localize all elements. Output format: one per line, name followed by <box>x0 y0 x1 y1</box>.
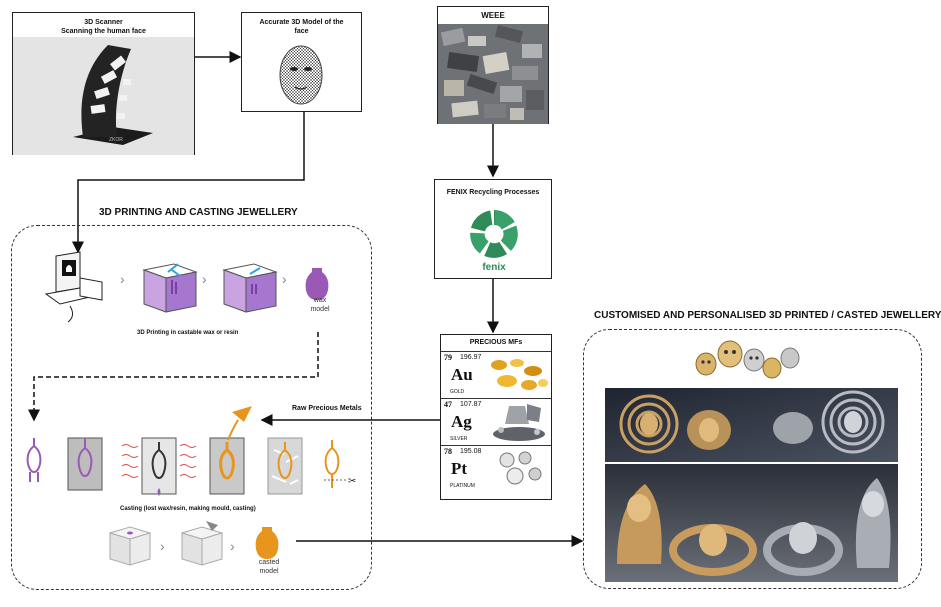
wax-tree-icon <box>26 438 42 482</box>
face-model-title: Accurate 3D Model of the face <box>259 19 344 35</box>
casting-caption: Casting (lost wax/resin, making mould, c… <box>120 506 256 512</box>
fenix-box: FENIX Recycling Processes fenix <box>434 179 552 279</box>
element-symbol: Au <box>451 365 473 384</box>
wax-model-label-line2: model <box>310 306 330 313</box>
platinum-pieces-image <box>499 451 542 485</box>
precious-title: PRECIOUS MFs <box>469 339 523 346</box>
casted-model-illustration: › › <box>108 521 279 566</box>
precious-mfs-box: PRECIOUS MFs 79 196.97 Au GOLD 47 107.87… <box>440 334 552 500</box>
printing-caption: 3D Printing in castable wax or resin <box>137 330 239 336</box>
fenix-swirl-icon <box>470 210 518 258</box>
element-row-gold: 79 196.97 Au GOLD <box>441 351 551 398</box>
svg-text:›: › <box>230 538 235 554</box>
wax-model-icon <box>305 268 329 300</box>
element-mass: 195.08 <box>460 448 482 455</box>
scanner-title: 3D Scanner Scanning the human face <box>13 13 194 36</box>
metal-pour-icon <box>209 406 252 495</box>
earrings-photo <box>605 388 898 462</box>
casted-model-label: casted model <box>252 558 286 576</box>
scanner-box: 3D Scanner Scanning the human face ZKOR <box>12 12 195 155</box>
element-name: PLATINUM <box>450 483 475 489</box>
pour-block-icon <box>180 521 224 566</box>
element-name: SILVER <box>450 436 468 442</box>
casted-model-label-line2: model <box>259 568 279 575</box>
jewellery-section-frame <box>583 329 922 589</box>
scanner-device-image: ZKOR <box>13 37 194 155</box>
scanner-title-line2: Scanning the human face <box>61 28 146 35</box>
element-cell-platinum: 78 195.08 Pt PLATINUM <box>443 447 483 491</box>
printing-section-title: 3D PRINTING AND CASTING JEWELLERY <box>99 207 298 218</box>
wax-model-label-line1: wax <box>313 297 327 304</box>
element-number: 78 <box>444 447 452 456</box>
weee-scrap-image <box>438 24 548 124</box>
svg-text:›: › <box>282 271 287 287</box>
burnout-heat-icon <box>121 437 197 496</box>
jewellery-section-title: CUSTOMISED AND PERSONALISED 3D PRINTED /… <box>594 310 941 321</box>
fenix-logo-text: fenix <box>482 262 506 273</box>
silver-pieces-image <box>493 404 545 441</box>
broken-mould-icon <box>267 437 303 495</box>
element-number: 47 <box>444 400 452 409</box>
computer-icon <box>44 251 103 323</box>
casted-model-icon <box>255 527 279 559</box>
casting-process-illustration: ✂ <box>26 406 356 496</box>
svg-text:›: › <box>160 538 165 554</box>
scanner-brand: ZKOR <box>109 137 123 143</box>
wax-model-label: wax model <box>305 296 335 314</box>
fenix-title: FENIX Recycling Processes <box>446 189 540 196</box>
printing-section-frame <box>11 225 372 590</box>
weee-title: WEEE <box>481 11 505 20</box>
face-model-box: Accurate 3D Model of the face <box>241 12 362 112</box>
printing-process-illustration: › › › <box>44 251 329 323</box>
svg-text:›: › <box>120 271 125 287</box>
element-symbol: Ag <box>451 412 472 431</box>
resin-tank-icon <box>222 263 278 313</box>
weee-box: WEEE <box>437 6 549 124</box>
scanner-title-line1: 3D Scanner <box>84 19 123 26</box>
investment-flask-icon <box>67 437 103 491</box>
raw-metals-label: Raw Precious Metals <box>292 405 362 412</box>
rings-photo <box>605 464 898 582</box>
mould-block-icon <box>108 526 152 566</box>
svg-text:✂: ✂ <box>348 476 356 487</box>
fenix-logo: fenix <box>435 204 553 278</box>
element-cell-gold: 79 196.97 Au GOLD <box>443 353 483 397</box>
element-symbol: Pt <box>451 459 468 478</box>
arrow-wax-to-casting <box>28 332 319 422</box>
element-row-silver: 47 107.87 Ag SILVER <box>441 398 551 445</box>
element-mass: 107.87 <box>460 401 482 408</box>
element-row-platinum: 78 195.08 Pt PLATINUM <box>441 445 551 501</box>
arrow-model-to-printing <box>72 112 305 254</box>
skull-studs-image <box>695 340 800 379</box>
svg-text:›: › <box>202 271 207 287</box>
casted-model-label-line1: casted <box>258 559 280 566</box>
element-mass: 196.97 <box>460 354 482 361</box>
element-cell-silver: 47 107.87 Ag SILVER <box>443 400 483 444</box>
element-name: GOLD <box>450 389 465 395</box>
element-number: 79 <box>444 353 452 362</box>
cast-tree-cut-icon: ✂ <box>324 440 356 488</box>
face-mesh-image <box>279 45 323 105</box>
gold-nuggets-image <box>491 359 548 390</box>
resin-tank-icon <box>142 263 198 313</box>
